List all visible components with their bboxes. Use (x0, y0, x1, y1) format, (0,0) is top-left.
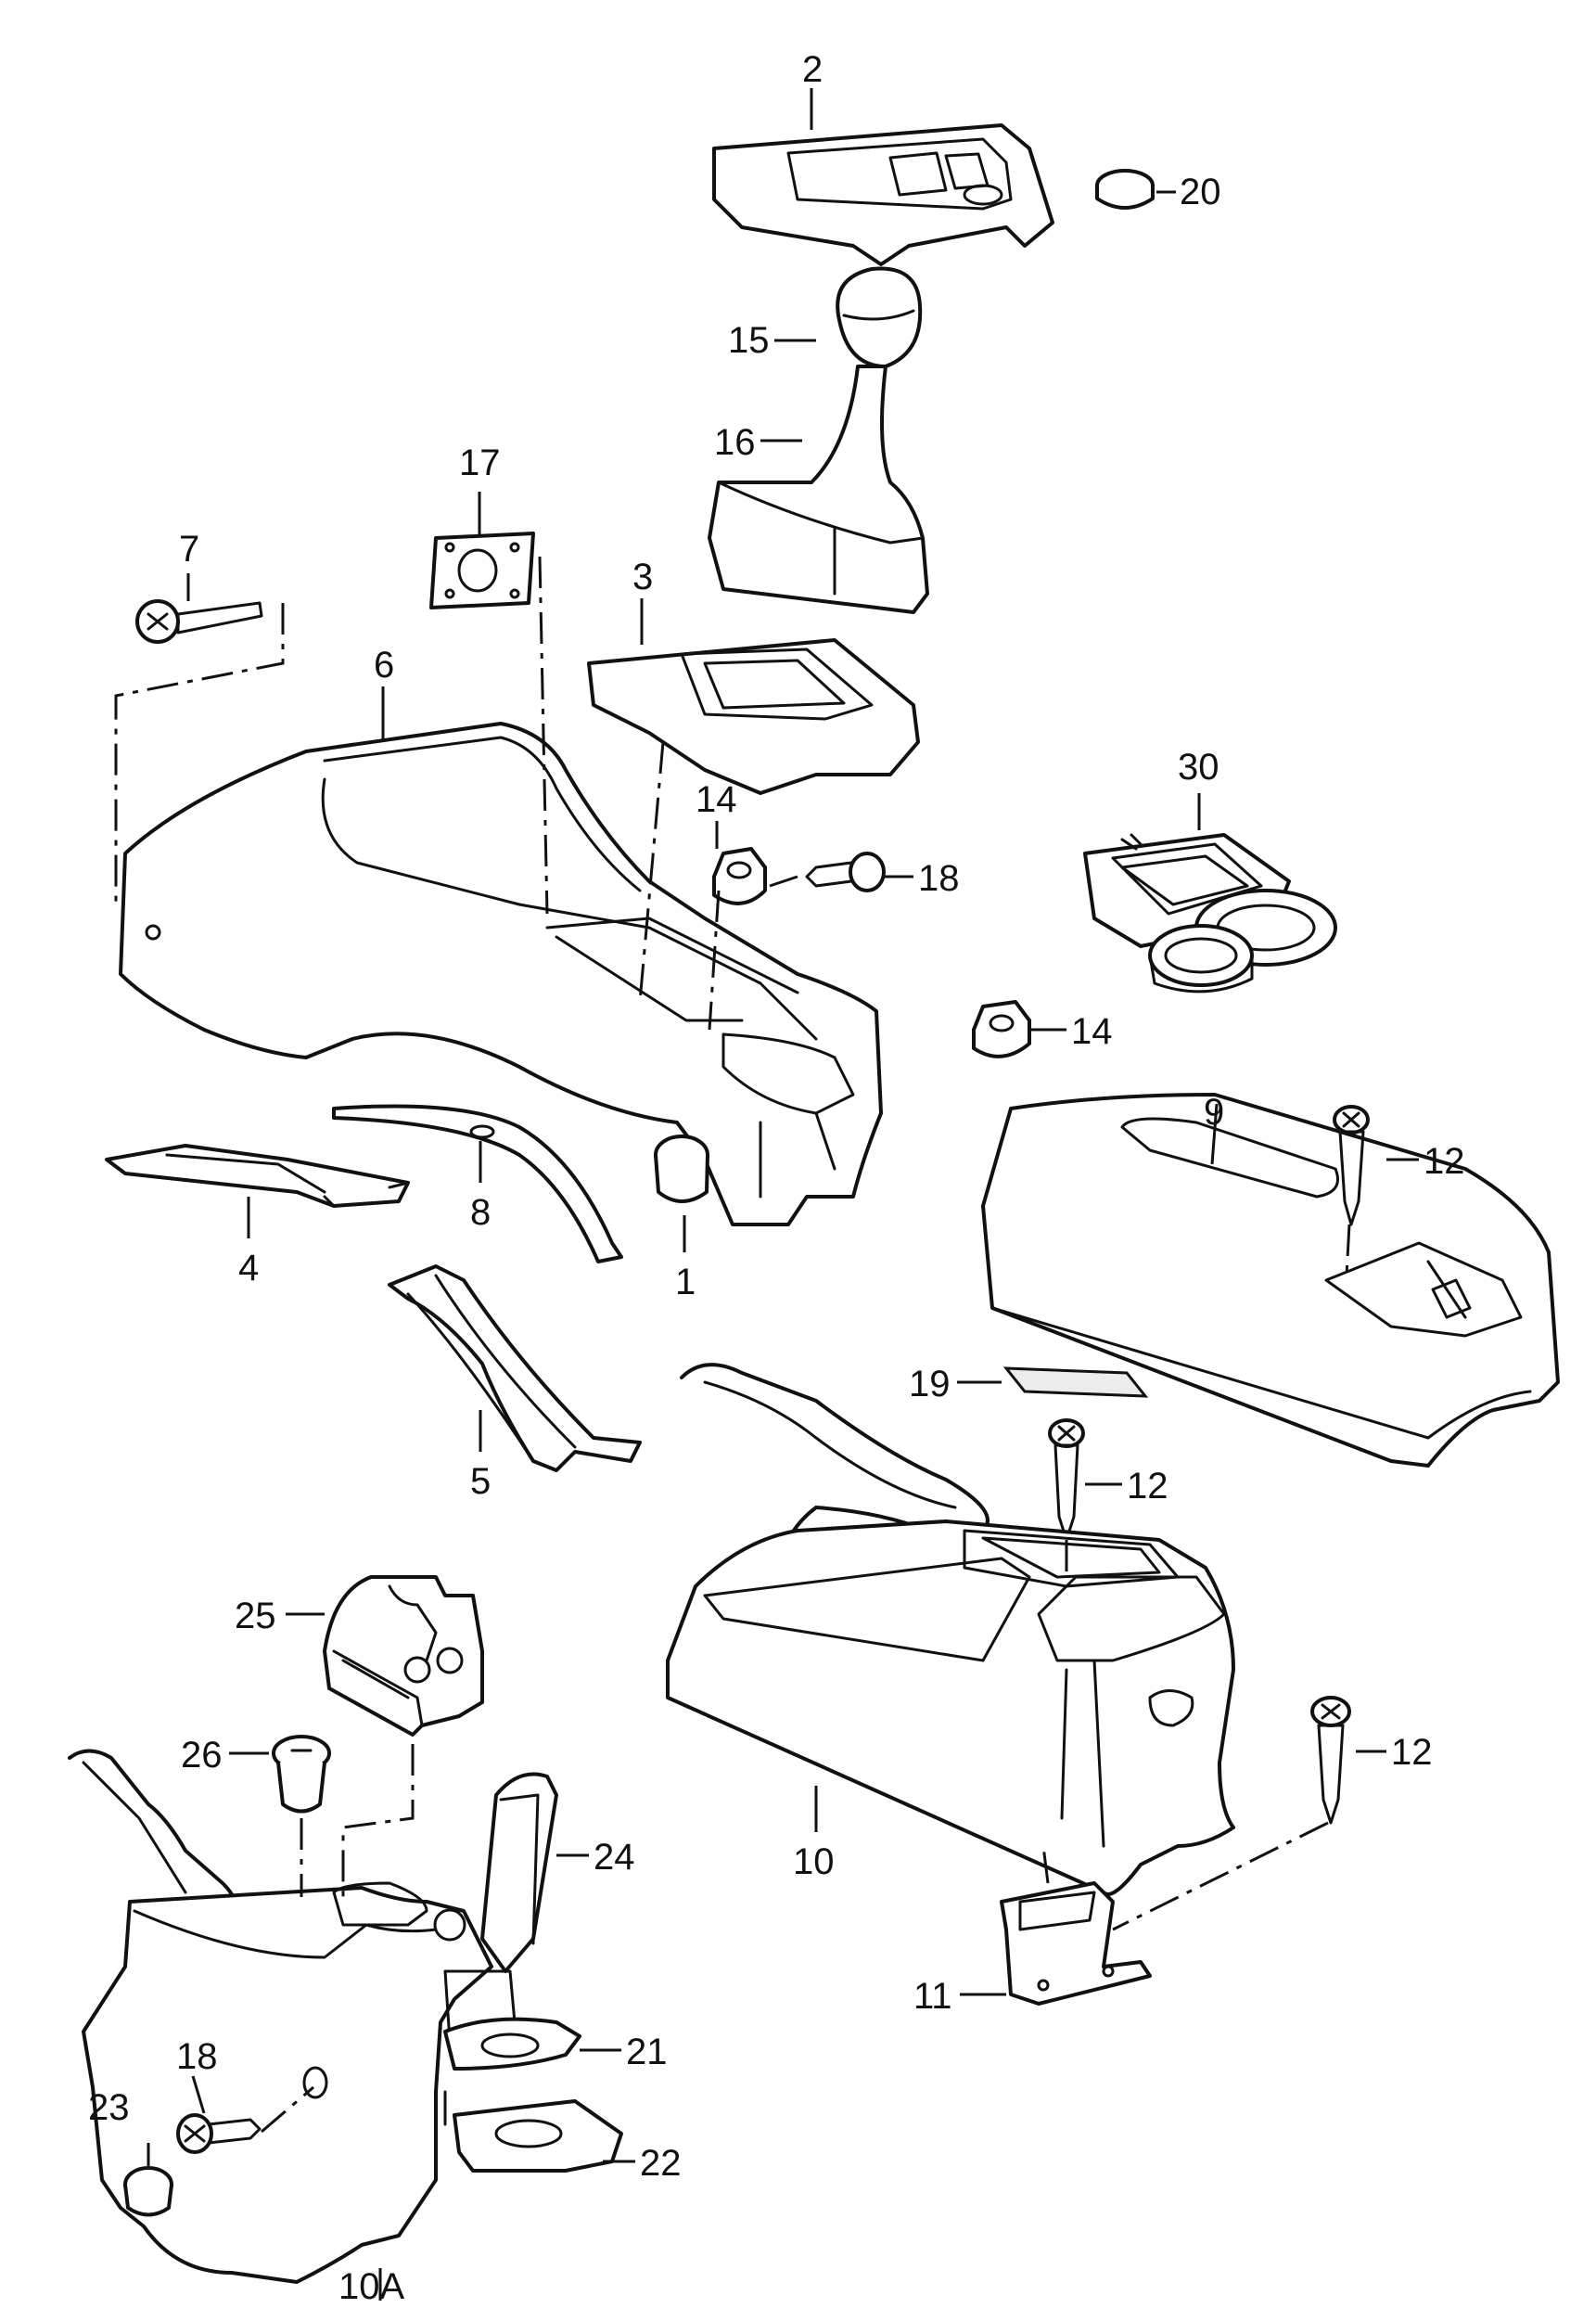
callout-25: 25 (235, 1596, 276, 1636)
callout-23: 23 (88, 2087, 130, 2128)
callout-5: 5 (470, 1461, 491, 1502)
part-12-screw-b (1048, 1418, 1085, 1542)
part-23-cap (123, 2166, 173, 2217)
callout-14-lower: 14 (1071, 1011, 1113, 1052)
part-10-rear-console (666, 1363, 1235, 1896)
part-7-screw (135, 599, 263, 644)
callout-19: 19 (909, 1364, 951, 1404)
callout-15: 15 (728, 320, 770, 361)
part-6-center-console (119, 722, 883, 1226)
callout-2: 2 (802, 49, 823, 90)
part-2-shift-trim-panel (712, 123, 1054, 266)
part-9-rear-console-cover (981, 1093, 1560, 1468)
part-10a-front-console (68, 1749, 623, 2284)
callout-10: 10 (793, 1841, 835, 1882)
callout-22: 22 (640, 2143, 682, 2184)
callout-24: 24 (594, 1837, 635, 1878)
leader-lines (147, 88, 1419, 2301)
part-1-grommet (654, 1135, 709, 1203)
callout-18-upper: 18 (918, 858, 960, 899)
callout-17: 17 (459, 442, 501, 483)
callout-16: 16 (714, 422, 756, 463)
callout-1: 1 (675, 1262, 696, 1302)
part-8-trim-strip (332, 1104, 623, 1263)
part-12-screw-a (1333, 1105, 1370, 1226)
part-11-mounting-bracket (1000, 1881, 1152, 2006)
callout-9: 9 (1204, 1092, 1224, 1133)
part-25-bracket-block (323, 1575, 484, 1737)
callout-12-b: 12 (1127, 1466, 1168, 1507)
callout-26: 26 (181, 1735, 223, 1776)
part-14-nut-lower (972, 1000, 1031, 1058)
part-15-shift-knob (836, 266, 923, 368)
callout-4: 4 (238, 1248, 259, 1289)
callout-14-upper: 14 (696, 779, 737, 820)
part-16-shift-boot (708, 365, 929, 614)
callout-20: 20 (1180, 172, 1221, 212)
callout-6: 6 (374, 645, 394, 686)
part-3-center-trim-frame (587, 638, 920, 795)
part-4-bracket (105, 1144, 410, 1208)
part-18-bolt-lower (176, 2113, 262, 2154)
part-17-gasket-plate (429, 532, 535, 609)
part-12-screw-c (1310, 1696, 1351, 1825)
callout-11: 11 (913, 1976, 952, 2017)
part-26-push-clip (272, 1735, 331, 1814)
callout-8: 8 (470, 1192, 491, 1233)
callout-21: 21 (626, 2032, 668, 2072)
callout-18-lower: 18 (176, 2036, 218, 2077)
part-5-support-bracket (388, 1264, 642, 1472)
callout-12-c: 12 (1391, 1732, 1433, 1773)
callout-3: 3 (632, 557, 653, 597)
part-14-nut-upper (712, 847, 767, 905)
callout-30: 30 (1178, 747, 1219, 788)
assembly-lines (114, 556, 1351, 2134)
callout-12-a: 12 (1424, 1141, 1465, 1182)
part-20-plug-cap (1095, 169, 1155, 210)
part-19-pad (1002, 1366, 1149, 1398)
callout-7: 7 (179, 529, 199, 570)
callout-10a: 10A (338, 2266, 404, 2307)
callout-labels: 2 20 15 16 17 7 3 6 30 14 18 14 9 12 4 8… (88, 49, 1465, 2307)
part-18-bolt-upper (805, 852, 886, 892)
part-30-cupholder-insert (1083, 833, 1337, 994)
